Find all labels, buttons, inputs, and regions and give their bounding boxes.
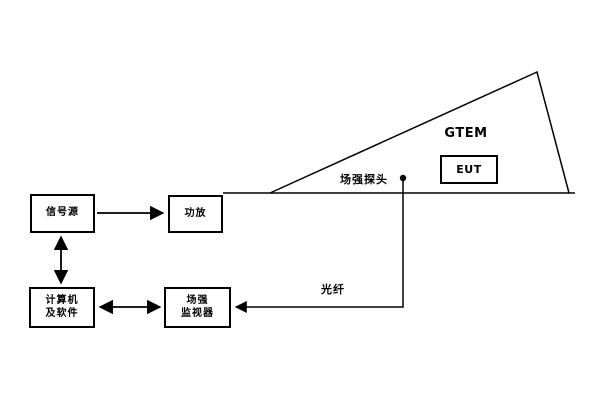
signal-source-label: 信号源	[46, 207, 79, 219]
optical-fiber-label: 光纤	[321, 283, 345, 296]
eut-box: EUT	[440, 155, 498, 184]
computer-box: 计算机 及软件	[29, 287, 95, 328]
signal-source-box: 信号源	[30, 194, 95, 233]
power-amplifier-box: 功放	[168, 195, 223, 233]
power-amplifier-label: 功放	[184, 207, 207, 219]
field-monitor-label-line1: 场强	[186, 295, 209, 306]
field-probe-dot	[399, 174, 407, 182]
wire-optical-fiber	[234, 181, 404, 313]
gtem-cell-outline	[223, 70, 575, 194]
computer-label-line1: 计算机	[45, 295, 79, 306]
field-probe-label: 场强探头	[340, 173, 388, 186]
field-monitor-label-line2: 监视器	[181, 307, 214, 319]
eut-label: EUT	[456, 162, 482, 176]
field-monitor-box: 场强 监视器	[164, 287, 231, 328]
gtem-label: GTEM	[444, 126, 488, 141]
computer-label-line2: 及软件	[45, 307, 79, 319]
